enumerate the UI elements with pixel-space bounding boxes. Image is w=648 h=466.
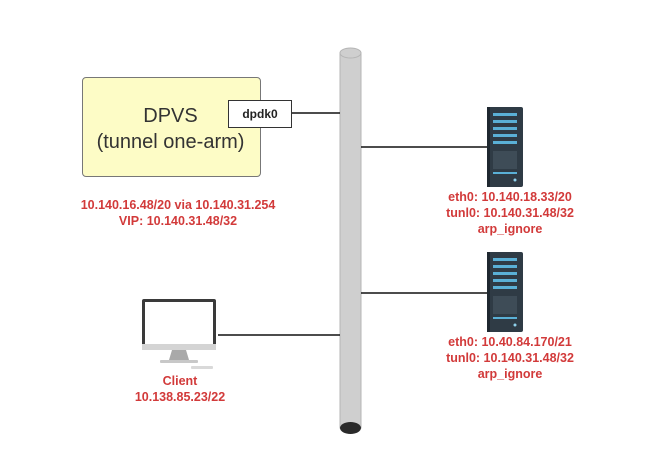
- server2-labels: eth0: 10.40.84.170/21 tunl0: 10.140.31.4…: [430, 334, 590, 382]
- client-label: Client: [162, 374, 198, 388]
- client-labels: Client 10.138.85.23/22: [110, 373, 250, 405]
- dpvs-title: DPVS (tunnel one-arm): [82, 103, 259, 155]
- dpvs-title-line2: (tunnel one-arm): [96, 131, 245, 153]
- client-ip-label: 10.138.85.23/22: [134, 390, 226, 404]
- dpvs-vip-label: VIP: 10.140.31.48/32: [118, 214, 238, 228]
- dpvs-addresses: 10.140.16.48/20 via 10.140.31.254 VIP: 1…: [60, 197, 296, 229]
- server2-arp-label: arp_ignore: [477, 367, 543, 381]
- dpvs-title-line1: DPVS: [143, 105, 198, 127]
- client-monitor-icon: [142, 299, 216, 369]
- server1-eth0-label: eth0: 10.140.18.33/20: [448, 190, 572, 204]
- server2-eth0-label: eth0: 10.40.84.170/21: [448, 335, 572, 349]
- server-icon: [487, 252, 523, 332]
- server2-tunl0-label: tunl0: 10.140.31.48/32: [446, 351, 574, 365]
- server-icon: [487, 107, 523, 187]
- network-bus: [339, 47, 362, 434]
- dpvs-route-label: 10.140.16.48/20 via 10.140.31.254: [80, 198, 276, 212]
- server1-arp-label: arp_ignore: [477, 222, 543, 236]
- dpdk0-interface: dpdk0: [228, 100, 292, 128]
- server1-tunl0-label: tunl0: 10.140.31.48/32: [446, 206, 574, 220]
- server1-labels: eth0: 10.140.18.33/20 tunl0: 10.140.31.4…: [430, 189, 590, 237]
